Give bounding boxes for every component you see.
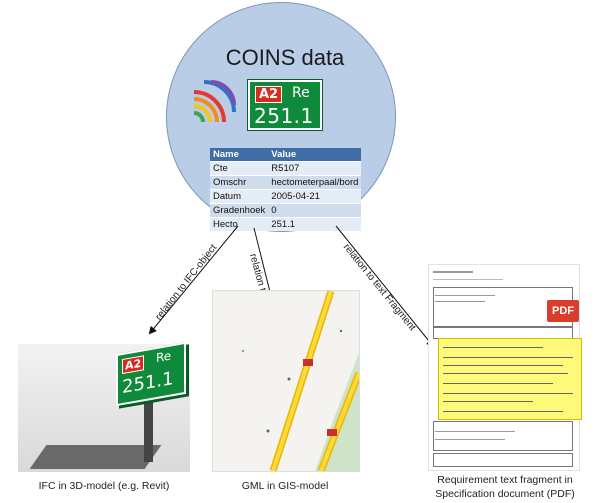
table-cell: hectometerpaal/bord (268, 175, 362, 190)
sign-letters: Re (156, 348, 172, 366)
gis-map-view (212, 290, 360, 472)
table-cell: R5107 (268, 161, 362, 176)
spec-caption-line1: Requirement text fragment in (437, 474, 573, 486)
table-cell: 2005-04-21 (268, 189, 362, 204)
table-cell: Cte (210, 161, 269, 176)
spec-caption-line2: Specification document (PDF) (435, 488, 575, 500)
sign-letters: Re (292, 85, 310, 101)
sign-shadow (29, 445, 162, 469)
sign-hecto-number: 251.1 (254, 104, 314, 128)
table-cell: Gradenhoek (210, 203, 269, 218)
text-relation-arrow (335, 225, 435, 348)
coins-data-title: COINS data (225, 45, 345, 70)
coins-logo-icon (193, 80, 236, 123)
sign-pole (144, 400, 153, 462)
highlighted-requirement-fragment (438, 338, 582, 420)
table-row: Gradenhoek 0 (210, 203, 362, 218)
table-cell: 0 (268, 203, 362, 218)
ifc-caption: IFC in 3D-model (e.g. Revit) (38, 480, 170, 492)
table-row: Hecto 251.1 (210, 217, 362, 231)
sign-road-number: A2 (255, 86, 283, 103)
properties-table: Name Value Cte R5107 Omschr hectometerpa… (210, 148, 362, 231)
gis-caption: GML in GIS-model (241, 480, 329, 492)
column-header-name: Name (210, 148, 269, 162)
table-cell: 251.1 (268, 217, 362, 231)
table-cell: Hecto (210, 217, 269, 231)
ifc-relation-arrow (148, 225, 239, 335)
column-header-value: Value (268, 148, 362, 162)
table-row: Cte R5107 (210, 161, 362, 176)
sign-road-number: A2 (122, 355, 145, 375)
table-cell: Datum (210, 189, 269, 204)
table-row: Omschr hectometerpaal/bord (210, 175, 362, 190)
table-cell: Omschr (210, 175, 269, 190)
table-header-row: Name Value (210, 148, 362, 162)
hectometer-marker-icon (327, 429, 337, 436)
hectometer-marker-icon (303, 359, 313, 366)
pdf-icon: PDF (547, 300, 579, 322)
table-row: Datum 2005-04-21 (210, 189, 362, 204)
gis-map-drawing (241, 291, 359, 471)
hectometer-sign: A2 Re 251.1 (247, 79, 323, 131)
